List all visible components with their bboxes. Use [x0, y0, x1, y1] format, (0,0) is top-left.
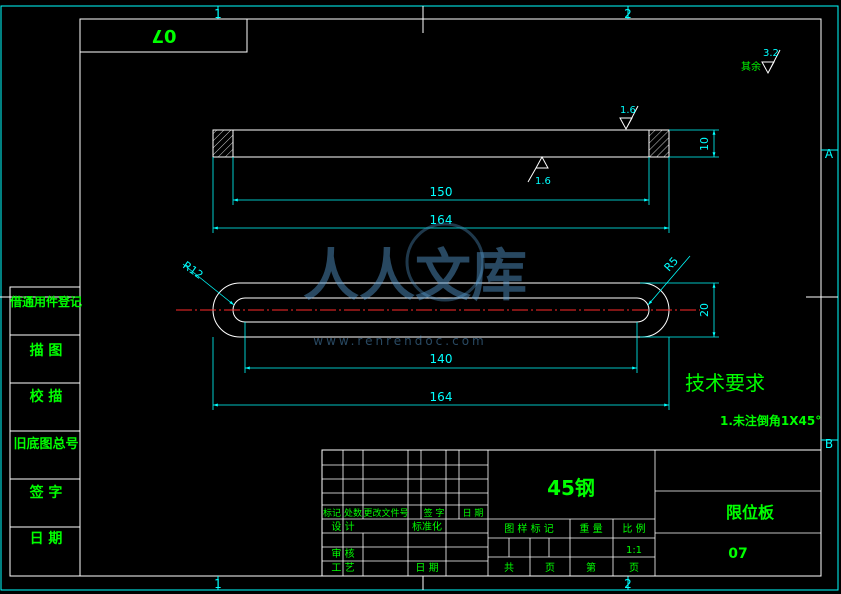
zone-bottom-2: 2 [624, 577, 632, 591]
label-page: 页 [545, 562, 555, 574]
zone-right-b: B [825, 437, 833, 451]
watermark-text: 人人文库 [303, 244, 527, 309]
watermark-url: www.renrendoc.com [313, 334, 486, 348]
stamp-label-1: 借通用件登记 [9, 294, 82, 309]
label-scale: 比 例 [622, 522, 645, 535]
tech-title: 技术要求 [685, 371, 765, 395]
roughness-general-value: 3.2 [763, 48, 779, 59]
label-review: 审 核 [331, 547, 354, 560]
stamp-label-2: 描 图 [30, 342, 63, 359]
stamp-label-5: 签 字 [29, 484, 63, 501]
label-page-2: 页 [629, 562, 639, 574]
material: 45钢 [547, 476, 595, 500]
technical-requirements: 技术要求 1.未注倒角1X45° [685, 371, 821, 428]
dim-front-overall-length: 164 [430, 213, 453, 227]
stamp-label-3: 校 描 [30, 388, 63, 405]
watermark: 人人文库 www.renrendoc.com [303, 222, 527, 348]
zone-markers: 1 2 1 2 A B [214, 7, 834, 591]
zone-bottom-1: 1 [214, 577, 222, 591]
label-stage-mark: 图 样 标 记 [504, 522, 554, 535]
dim-top-width: 20 [698, 303, 711, 317]
label-total: 共 [504, 562, 514, 574]
zone-top-1: 1 [214, 7, 222, 21]
stamp-label-4: 旧底图总号 [13, 436, 78, 452]
part-name: 限位板 [726, 503, 775, 522]
rev-header-date: 日 期 [463, 508, 484, 519]
label-standard: 标准化 [412, 520, 442, 533]
roughness-bottom-value: 1.6 [535, 176, 551, 187]
dim-front-inner-length: 150 [430, 185, 453, 199]
corner-number-box: 07 [79, 18, 248, 53]
drawing-number: 07 [728, 546, 747, 562]
label-process: 工 艺 [331, 562, 354, 574]
stamp-label-6: 日 期 [30, 531, 63, 547]
label-weight: 重 量 [579, 522, 602, 535]
top-view: R12 R5 20 140 164 [176, 254, 719, 410]
rev-header-count: 处数 [344, 507, 362, 519]
label-sheet: 第 [586, 561, 596, 574]
scale-value: 1:1 [626, 545, 642, 556]
label-date: 日 期 [415, 562, 438, 574]
rev-header-sign: 签 字 [424, 507, 445, 519]
title-block: 标记 处数 更改文件号 签 字 日 期 设 计 标准化 审 核 工 艺 日 期 … [321, 449, 822, 577]
rev-header-doc: 更改文件号 [363, 507, 408, 519]
corner-number: 07 [151, 25, 176, 46]
roughness-top-value: 1.6 [620, 105, 636, 116]
dim-radius-right: R5 [662, 254, 681, 274]
rev-header-mark: 标记 [323, 507, 341, 519]
zone-top-2: 2 [624, 7, 632, 21]
roughness-general-label: 其余 [741, 60, 761, 73]
dim-front-thickness: 10 [698, 137, 711, 151]
general-roughness: 其余 3.2 [741, 48, 781, 75]
tech-note-1: 1.未注倒角1X45° [720, 413, 821, 428]
label-design: 设 计 [331, 520, 354, 533]
dim-top-slot-length: 140 [430, 352, 453, 366]
front-view: 1.6 1.6 150 164 10 [212, 105, 719, 233]
dim-radius-left: R12 [180, 259, 205, 282]
dim-top-overall-length: 164 [430, 390, 453, 404]
left-stamp-column: 借通用件登记 描 图 校 描 旧底图总号 签 字 日 期 [9, 286, 82, 577]
zone-right-a: A [825, 147, 834, 161]
